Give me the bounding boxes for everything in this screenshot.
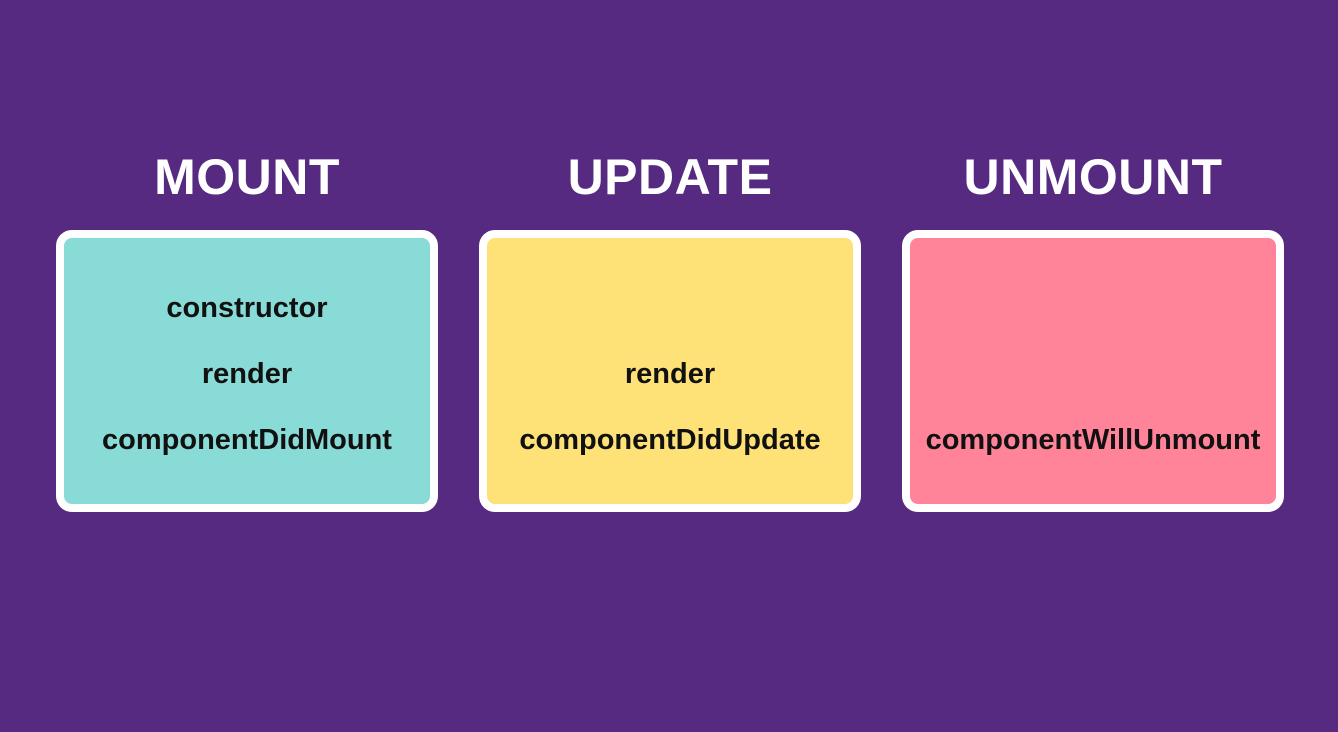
unmount-phase-title: UNMOUNT — [963, 149, 1223, 205]
update-phase-title: UPDATE — [567, 149, 773, 205]
method-component-did-update: componentDidUpdate — [519, 424, 821, 456]
method-component-did-mount: componentDidMount — [102, 424, 392, 456]
method-constructor: constructor — [166, 292, 328, 324]
unmount-phase-box: componentWillUnmount — [902, 230, 1284, 512]
unmount-phase: UNMOUNT componentWillUnmount — [902, 148, 1284, 512]
method-render: render — [624, 358, 716, 390]
mount-phase: MOUNT constructor render componentDidMou… — [56, 148, 438, 512]
mount-phase-box: constructor render componentDidMount — [56, 230, 438, 512]
method-component-will-unmount: componentWillUnmount — [925, 424, 1261, 456]
update-phase-box: render componentDidUpdate — [479, 230, 861, 512]
mount-phase-title: MOUNT — [154, 149, 340, 205]
update-phase: UPDATE render componentDidUpdate — [479, 148, 861, 512]
method-render: render — [201, 358, 293, 390]
